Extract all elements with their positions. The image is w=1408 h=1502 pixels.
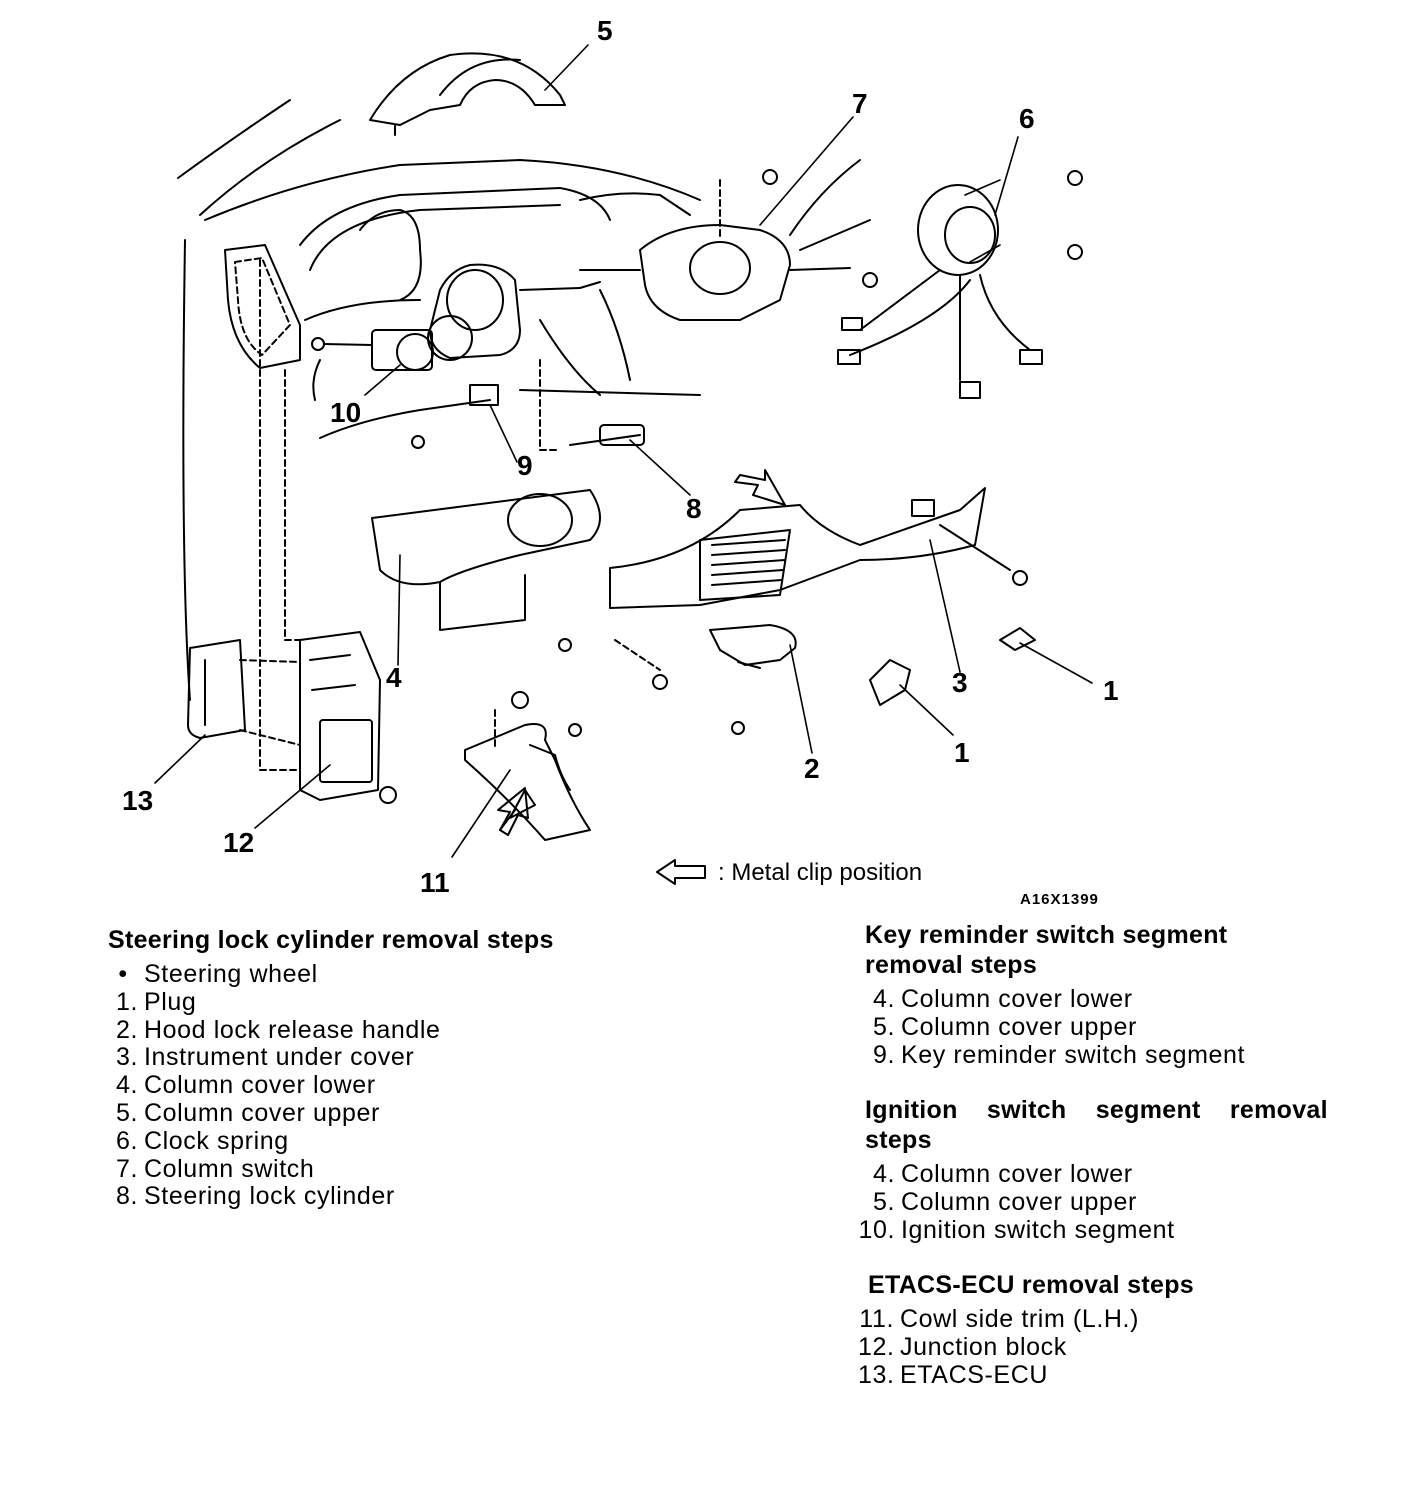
list-item: 12.Junction block <box>858 1332 1067 1361</box>
callout-12: 12 <box>223 827 254 858</box>
steering-lock-section: Steering lock cylinder removal steps •St… <box>108 925 728 1211</box>
list-item: 9.Key reminder switch segment <box>872 1040 1246 1069</box>
list-item: 4.Column cover lower <box>872 985 1133 1013</box>
steps-list: 4.Column cover lower 5.Column cover uppe… <box>865 985 1385 1069</box>
column-switch-part <box>579 159 878 321</box>
junction-block-part <box>259 259 397 804</box>
etacs-ecu-section: ETACS-ECU removal steps 11.Cowl side tri… <box>858 1270 1378 1389</box>
list-item: 5.Column cover upper <box>872 1187 1137 1216</box>
list-item: 6.Clock spring <box>115 1126 289 1155</box>
callout-11: 11 <box>420 867 450 898</box>
callout-9: 9 <box>517 450 533 481</box>
metal-clip-legend: : Metal clip position <box>656 859 922 886</box>
steps-list: 4.Column cover lower 5.Column cover uppe… <box>858 1160 1385 1244</box>
hollow-arrow-left-icon <box>656 859 706 885</box>
plug-parts <box>869 627 1036 706</box>
callout-10: 10 <box>330 397 361 428</box>
exploded-parts-diagram: 5 7 6 10 9 8 4 3 1 1 2 13 12 11 : Metal … <box>122 15 1119 908</box>
list-item: 7.Column switch <box>115 1154 315 1183</box>
callout-8: 8 <box>686 493 702 524</box>
list-item: 2.Hood lock release handle <box>115 1015 441 1044</box>
list-item: 4.Column cover lower <box>115 1071 376 1100</box>
legend-text: : Metal clip position <box>718 859 922 886</box>
callout-5: 5 <box>597 15 613 46</box>
list-item: •Steering wheel <box>108 960 728 989</box>
steering-column <box>429 263 601 359</box>
callout-1b: 1 <box>954 737 970 768</box>
list-item: 11.Cowl side trim (L.H.) <box>859 1305 1140 1333</box>
callout-4: 4 <box>386 662 402 693</box>
metal-clip-arrows <box>497 469 786 836</box>
column-cover-lower-part <box>371 489 601 652</box>
list-item: 10.Ignition switch segment <box>858 1215 1175 1244</box>
list-item: 8.Steering lock cylinder <box>115 1182 395 1211</box>
list-item: 5.Column cover upper <box>115 1098 380 1127</box>
dashboard-outline <box>177 99 701 701</box>
ignition-switch-part <box>311 315 473 371</box>
list-item: 3.Instrument under cover <box>115 1043 415 1072</box>
list-item: 13.ETACS-ECU <box>858 1360 1049 1389</box>
callout-3: 3 <box>952 667 968 698</box>
figure-code: A16X1399 <box>1020 891 1099 908</box>
cowl-side-trim-part <box>464 691 591 841</box>
steps-list: •Steering wheel 1.Plug 2.Hood lock relea… <box>108 960 728 1211</box>
column-cover-upper-part <box>369 52 566 136</box>
callout-7: 7 <box>852 88 868 119</box>
clock-spring-part <box>837 170 1083 399</box>
steps-list: 11.Cowl side trim (L.H.) 12.Junction blo… <box>858 1305 1378 1389</box>
section-title: Steering lock cylinder removal steps <box>108 926 554 954</box>
list-item: 1.Plug <box>115 987 197 1016</box>
list-item: 5.Column cover upper <box>872 1012 1137 1041</box>
callout-1a: 1 <box>1103 675 1119 706</box>
callout-6: 6 <box>1019 103 1035 134</box>
switch-harness-parts <box>319 359 645 451</box>
callout-2: 2 <box>804 753 820 784</box>
section-title: ETACS-ECU removal steps <box>868 1271 1194 1299</box>
instrument-under-cover-part <box>609 487 1028 690</box>
leader-lines <box>154 44 1093 858</box>
list-item: 4.Column cover lower <box>872 1160 1133 1188</box>
bullet-icon: • <box>118 960 128 988</box>
etacs-ecu-part <box>187 639 301 746</box>
hood-lock-handle-part <box>709 624 797 735</box>
callout-13: 13 <box>122 785 153 816</box>
